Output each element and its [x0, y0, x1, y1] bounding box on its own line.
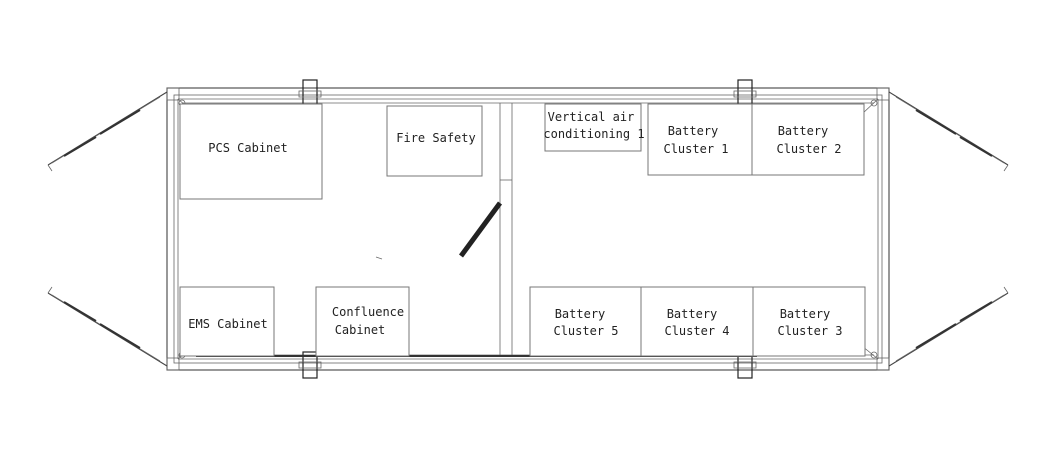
door-leaf-bottom-right: [888, 286, 1009, 367]
partition-door: [458, 201, 503, 258]
bc3-label-line1: Battery: [780, 307, 831, 321]
bc1-label-line1: Battery: [668, 124, 719, 138]
pcs-cabinet: PCS Cabinet: [179, 103, 323, 200]
battery-cluster-4: Battery Cluster 4: [640, 286, 754, 357]
vertical-air-conditioning: Vertical air conditioning 1: [543, 103, 645, 152]
bc4-label-line1: Battery: [667, 307, 718, 321]
bc5-label-line2: Cluster 5: [553, 324, 618, 338]
door-leaf-top-right: [888, 91, 1009, 172]
lifting-lug-top-right: [733, 79, 757, 107]
bc1-label-line2: Cluster 1: [663, 142, 728, 156]
confluence-label-line2: Cabinet: [335, 323, 386, 337]
fire-safety-label: Fire Safety: [396, 131, 475, 145]
partition-wall: [499, 103, 513, 355]
door-leaf-bottom-left: [47, 286, 168, 367]
bc5-label-line1: Battery: [555, 307, 606, 321]
bc4-label-line2: Cluster 4: [664, 324, 729, 338]
ems-cabinet: EMS Cabinet: [179, 286, 275, 357]
bc3-label-line2: Cluster 3: [777, 324, 842, 338]
bc2-label-line1: Battery: [778, 124, 829, 138]
lifting-lug-top-left: [298, 79, 322, 107]
small-mark: [375, 256, 383, 260]
confluence-label-line1: Confluence: [332, 305, 404, 319]
ems-cabinet-label: EMS Cabinet: [188, 317, 267, 331]
door-leaf-top-left: [47, 91, 168, 172]
battery-cluster-5: Battery Cluster 5: [529, 286, 642, 357]
confluence-cabinet: Confluence Cabinet: [315, 286, 410, 357]
hvac-label-line2: conditioning 1: [543, 127, 644, 141]
pcs-cabinet-label: PCS Cabinet: [208, 141, 287, 155]
battery-cluster-3: Battery Cluster 3: [752, 286, 866, 357]
fire-safety: Fire Safety: [386, 105, 483, 177]
battery-cluster-1: Battery Cluster 1: [647, 103, 753, 176]
bc2-label-line2: Cluster 2: [776, 142, 841, 156]
battery-cluster-2: Battery Cluster 2: [751, 103, 865, 176]
hvac-label-line1: Vertical air: [548, 110, 635, 124]
lifting-lug-bottom-left: [298, 351, 322, 379]
